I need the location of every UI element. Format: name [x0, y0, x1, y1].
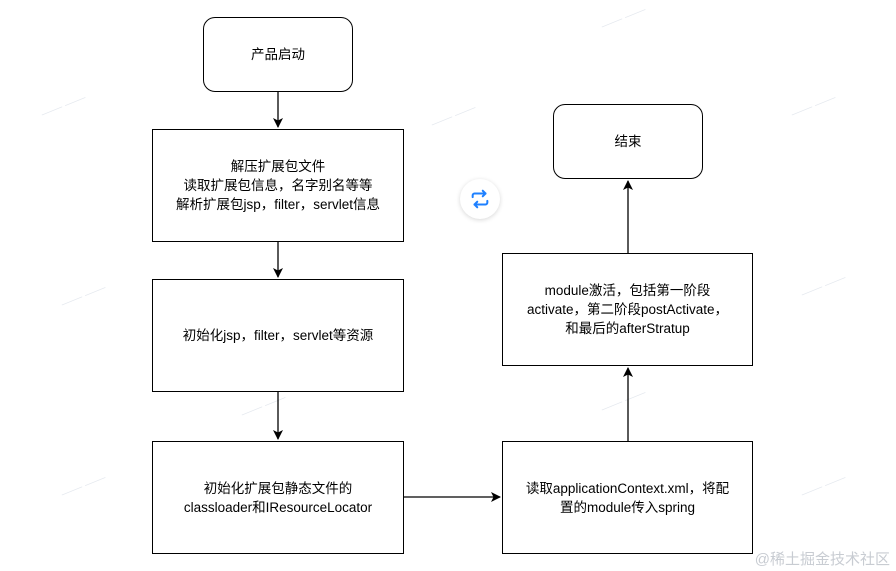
unzip-extension-label: 解压扩展包文件 读取扩展包信息，名字别名等等 解析扩展包jsp，filter，s… [175, 159, 381, 212]
init-static-files-node: 初始化扩展包静态文件的 classloader和IResourceLocator [152, 441, 404, 554]
init-resources-label: 初始化jsp，filter，servlet等资源 [182, 328, 374, 343]
switch-view-button[interactable] [460, 179, 500, 219]
module-activate-label: module激活，包括第一阶段 activate，第二阶段postActivat… [526, 283, 729, 336]
end-label: 结束 [614, 134, 642, 149]
module-activate-node: module激活，包括第一阶段 activate，第二阶段postActivat… [502, 253, 753, 366]
unzip-extension-node: 解压扩展包文件 读取扩展包信息，名字别名等等 解析扩展包jsp，filter，s… [152, 129, 404, 242]
start-label: 产品启动 [251, 47, 305, 62]
site-watermark: @稀土掘金技术社区 [754, 551, 890, 568]
read-application-context-label: 读取applicationContext.xml，将配 置的module传入sp… [525, 480, 730, 515]
init-resources-node: 初始化jsp，filter，servlet等资源 [152, 279, 404, 392]
end-node: 结束 [553, 104, 703, 179]
read-application-context-node: 读取applicationContext.xml，将配 置的module传入sp… [502, 441, 753, 554]
repeat-arrows-icon [471, 189, 489, 209]
start-node: 产品启动 [203, 17, 353, 92]
init-static-files-label: 初始化扩展包静态文件的 classloader和IResourceLocator [183, 480, 373, 515]
